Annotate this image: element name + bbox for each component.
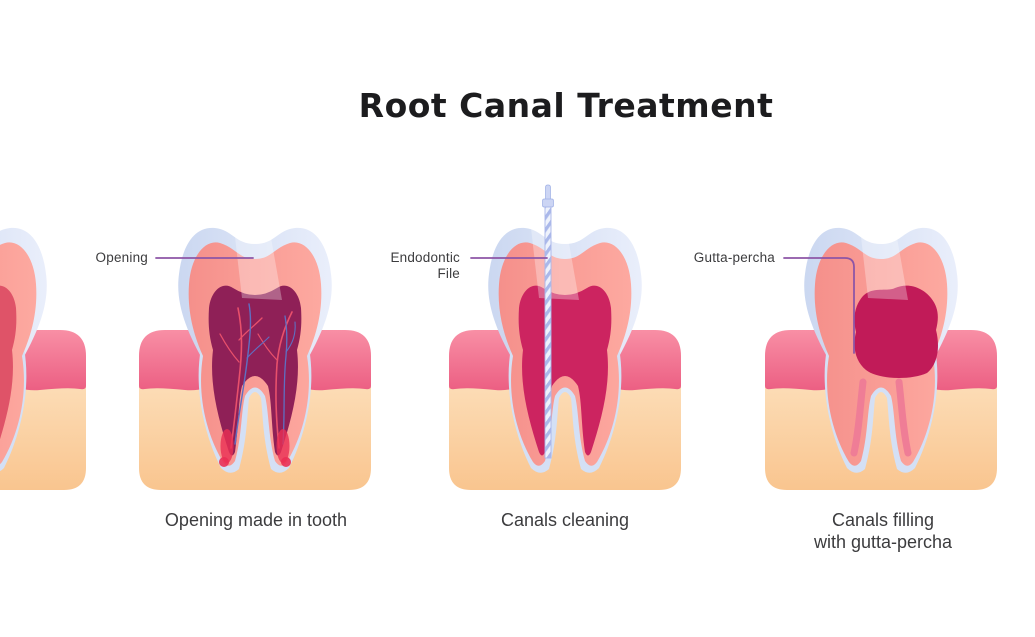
tooth-illustration-initial: [0, 212, 90, 512]
annotation-label-endodontic-file: Endodontic File: [390, 250, 460, 281]
tooth-illustration-cleaning: [445, 184, 685, 512]
page-title: Root Canal Treatment: [358, 86, 774, 126]
tooth-illustration-opening: [135, 212, 375, 512]
annotation-label-gutta-percha: Gutta-percha: [693, 250, 775, 265]
stage-caption-opening: Opening made in tooth: [164, 510, 348, 530]
stage-caption-filling: Canals filling with gutta-percha: [813, 510, 953, 552]
annotation-label-opening: Opening: [95, 250, 148, 265]
tooth-illustration-filling: [761, 212, 1001, 512]
stage-caption-cleaning: Canals cleaning: [500, 510, 630, 530]
